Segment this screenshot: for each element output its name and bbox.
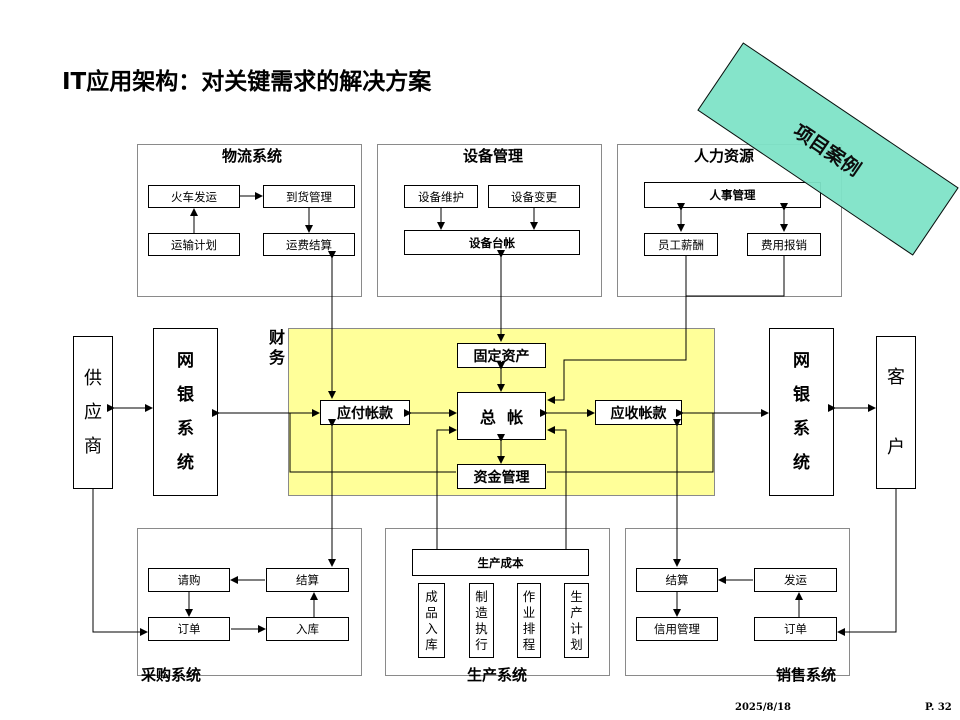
customer-label: 客户 (887, 366, 905, 458)
mfg-exec-label: 制造执行 (475, 588, 488, 652)
finance-label: 财务 (269, 328, 286, 367)
arrival-mgmt-box[interactable]: 到货管理 (263, 185, 355, 208)
footer-page-number: P. 32 (925, 702, 952, 713)
purchasing-label: 采购系统 (141, 666, 202, 684)
fund-mgmt-box[interactable]: 资金管理 (457, 464, 546, 489)
customer-box[interactable]: 客户 (876, 336, 916, 489)
finished-goods-box[interactable]: 成品入库 (418, 583, 445, 658)
sales-label: 销售系统 (776, 666, 837, 684)
footer-date: 2025/8/18 (735, 702, 792, 713)
sales-order-box[interactable]: 订单 (754, 617, 837, 641)
netbank-left-label: 网银系统 (177, 351, 194, 473)
netbank-right-box[interactable]: 网银系统 (769, 328, 834, 496)
purchase-request-box[interactable]: 请购 (148, 568, 230, 592)
personnel-mgmt-box[interactable]: 人事管理 (644, 182, 821, 208)
page-title: IT应用架构：对关键需求的解决方案 (62, 69, 432, 95)
purchase-order-box[interactable]: 订单 (148, 617, 230, 641)
production-plan-label: 生产计划 (570, 588, 583, 652)
expense-claim-box[interactable]: 费用报销 (747, 233, 821, 256)
equipment-maintenance-box[interactable]: 设备维护 (404, 185, 478, 208)
equipment-change-box[interactable]: 设备变更 (488, 185, 580, 208)
scheduling-box[interactable]: 作业排程 (517, 583, 541, 658)
logistics-group (137, 144, 362, 297)
freight-settle-box[interactable]: 运费结算 (263, 233, 355, 256)
purchase-settle-box[interactable]: 结算 (266, 568, 349, 592)
production-plan-box[interactable]: 生产计划 (564, 583, 589, 658)
supplier-box[interactable]: 供应商 (73, 336, 113, 489)
sales-ship-box[interactable]: 发运 (754, 568, 837, 592)
credit-mgmt-box[interactable]: 信用管理 (636, 617, 718, 641)
supplier-label: 供应商 (84, 367, 102, 457)
fixed-assets-box[interactable]: 固定资产 (457, 343, 546, 368)
logistics-label: 物流系统 (222, 147, 283, 165)
hr-label: 人力资源 (694, 147, 755, 165)
scheduling-label: 作业排程 (522, 588, 536, 652)
project-case-label: 项目案例 (789, 119, 865, 181)
equipment-label: 设备管理 (463, 147, 524, 165)
accounts-receivable-box[interactable]: 应收帐款 (595, 400, 682, 425)
purchasing-group (137, 528, 362, 676)
general-ledger-box[interactable]: 总 帐 (457, 392, 546, 440)
finished-goods-label: 成品入库 (425, 588, 438, 652)
sales-group (625, 528, 850, 676)
equipment-ledger-box[interactable]: 设备台帐 (404, 230, 580, 255)
netbank-right-label: 网银系统 (793, 351, 810, 473)
employee-salary-box[interactable]: 员工薪酬 (644, 233, 718, 256)
transport-plan-box[interactable]: 运输计划 (148, 233, 240, 256)
train-dispatch-box[interactable]: 火车发运 (148, 185, 240, 208)
purchase-warehousing-box[interactable]: 入库 (266, 617, 349, 641)
production-cost-box[interactable]: 生产成本 (412, 549, 589, 576)
production-label: 生产系统 (467, 666, 528, 684)
equipment-group (377, 144, 602, 297)
mfg-exec-box[interactable]: 制造执行 (469, 583, 494, 658)
sales-settle-box[interactable]: 结算 (636, 568, 718, 592)
